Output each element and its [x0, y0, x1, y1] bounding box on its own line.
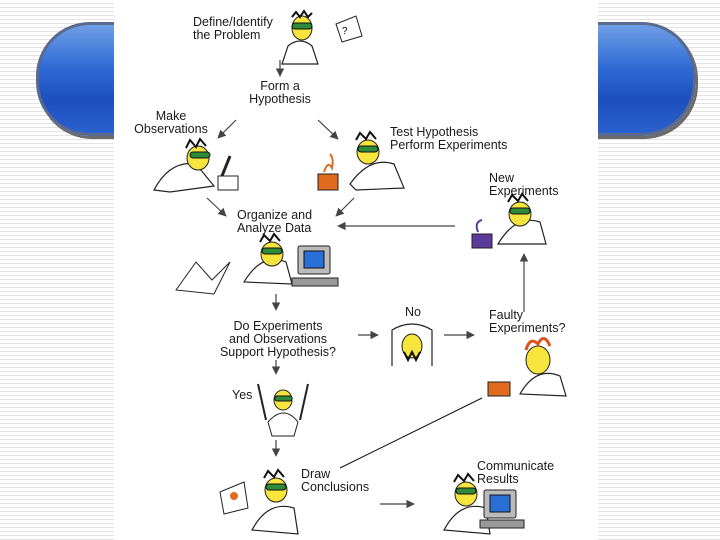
scientist-communicate-icon	[443, 472, 525, 535]
scientist-no-icon	[391, 323, 433, 366]
scientist-microscope-icon	[153, 137, 239, 193]
scientist-faulty-icon	[487, 337, 567, 397]
arrow-hypothesis-to-test	[317, 119, 339, 140]
scientist-beaker-icon	[317, 130, 405, 191]
svg-text:?: ?	[342, 26, 348, 37]
flow-arrows	[206, 60, 529, 509]
pointer-line	[339, 397, 483, 469]
scientist-new-experiments-icon	[471, 192, 547, 249]
arrow-observe-to-organize	[206, 197, 227, 217]
scientist-computer-icon	[175, 232, 339, 295]
scientist-yes-icon	[257, 383, 309, 437]
arrow-test-to-organize	[335, 197, 355, 217]
arrow-hypothesis-to-observe	[217, 119, 237, 139]
label-yes: Yes	[232, 388, 253, 402]
scientist-conclusions-icon	[219, 468, 299, 535]
scientist-define-icon: ?	[281, 9, 363, 65]
label-no: No	[405, 305, 421, 319]
